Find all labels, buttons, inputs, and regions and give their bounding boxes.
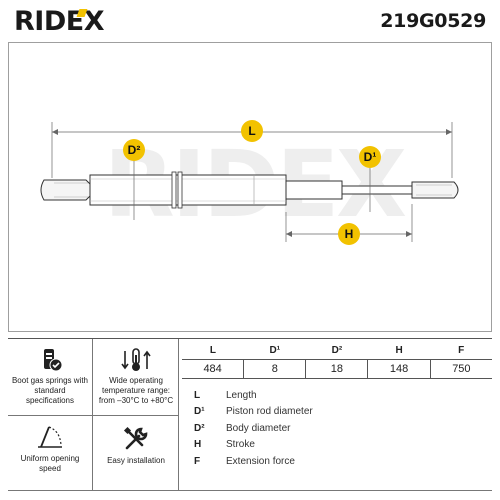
table-cell: 484 (182, 359, 245, 379)
feature-label: Easy installation (107, 456, 165, 465)
drawing-frame (8, 42, 492, 332)
table-header-row: L D¹ D² H F (182, 341, 492, 360)
body-neck (285, 180, 343, 200)
table-header: L (182, 341, 244, 360)
table-header: D² (305, 341, 368, 360)
spec-values-table: L D¹ D² H F 484 8 18 148 750 (182, 341, 492, 379)
table-header: H (367, 341, 431, 360)
technical-drawing: RIDEX L (8, 42, 492, 332)
opening-arc-icon (38, 426, 62, 448)
feature-label: Uniform opening speed (20, 454, 80, 473)
table-cell: 750 (430, 359, 492, 379)
stroke-badge: H (338, 223, 360, 245)
gas-cylinder-check-icon (44, 349, 63, 372)
feature-uniform-speed: Uniform opening speed (10, 423, 90, 474)
header: RIDEX 219G0529 (0, 0, 500, 42)
piston-rod (341, 185, 413, 195)
table-cell: 18 (305, 359, 369, 379)
right-end-fitting (411, 181, 459, 199)
feature-easy-installation: Easy installation (96, 425, 176, 466)
feature-standard-specs: Boot gas springs with standard specifica… (10, 347, 90, 406)
body-ring (171, 171, 177, 209)
part-number: 219G0529 (380, 10, 486, 32)
arrow-icon (446, 129, 452, 135)
feature-temperature-range: Wide operating temperature range: from –… (96, 347, 176, 406)
table-header: F (430, 341, 492, 360)
spring-body (89, 174, 287, 206)
brand-logo: RIDEX (14, 6, 105, 37)
specifications-panel: Boot gas springs with standard specifica… (8, 338, 492, 491)
table-cell: 8 (243, 359, 307, 379)
length-badge: L (241, 120, 263, 142)
feature-label: Wide operating temperature range: from –… (98, 376, 174, 405)
arrow-icon (406, 231, 412, 237)
gas-spring-diagram: RIDEX (8, 42, 492, 332)
feature-label: Boot gas springs with standard specifica… (11, 376, 89, 405)
arrow-icon (52, 129, 58, 135)
wrench-screwdriver-icon (123, 426, 148, 450)
rod-diameter-badge: D¹ (359, 146, 381, 168)
body-diameter-badge: D² (123, 139, 145, 161)
table-header: D¹ (243, 341, 306, 360)
body-ring (177, 171, 183, 209)
table-cell: 148 (367, 359, 431, 379)
thermometer-arrows-icon (121, 348, 151, 371)
arrow-icon (286, 231, 292, 237)
table-row: 484 8 18 148 750 (182, 359, 492, 379)
